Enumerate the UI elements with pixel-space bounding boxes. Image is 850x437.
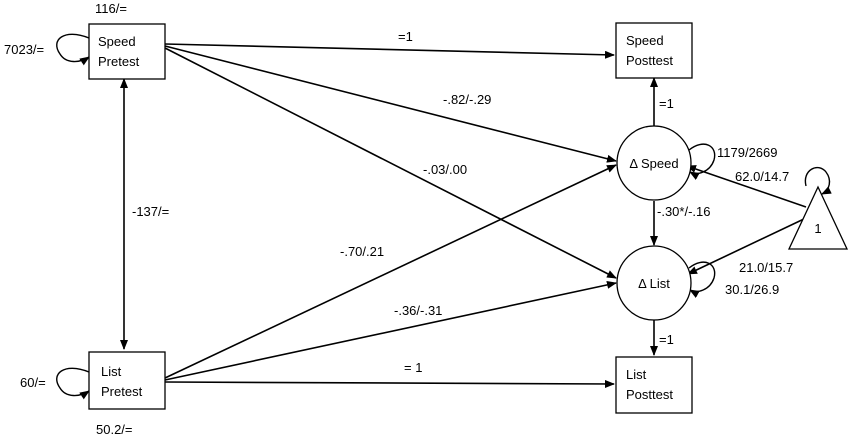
loop-list-pretest-variance: [56, 367, 90, 400]
edge-constant-to-delta-speed: [686, 165, 807, 208]
edge-speed-pretest-to-speed-posttest: [164, 43, 615, 59]
delta-speed-to-speed-posttest-label: =1: [659, 96, 674, 111]
constant-to-delta-speed-label: 62.0/14.7: [735, 169, 789, 184]
edge-list-pretest-to-list-posttest: [164, 379, 615, 388]
node-speed-pretest: [88, 23, 166, 80]
loop-speed-pretest-variance: [56, 33, 90, 66]
speed-pretest-variance-label: 7023/=: [4, 42, 44, 57]
delta-speed-label: Δ Speed: [629, 156, 678, 171]
list-pretest-mean-label: 50.2/=: [96, 422, 133, 437]
speed-pretest-to-delta-speed-label: -.82/-.29: [443, 92, 491, 107]
list-posttest-line2: Posttest: [626, 387, 673, 402]
list-pretest-to-delta-list-label: -.36/-.31: [394, 303, 442, 318]
list-pretest-line1: List: [101, 364, 122, 379]
delta-speed-variance-label: 1179/2669: [717, 145, 778, 160]
node-constant: [787, 185, 849, 250]
loop-delta-speed-variance: [688, 143, 716, 180]
delta-speed-to-delta-list-label: -.30*/-.16: [657, 204, 710, 219]
edge-speed-pretest-to-delta-list: [164, 47, 617, 279]
delta-list-to-list-posttest-label: =1: [659, 332, 674, 347]
edge-speed-pretest-to-delta-speed: [164, 45, 617, 163]
node-delta-speed: [616, 125, 692, 201]
speed-pretest-line1: Speed: [98, 34, 136, 49]
delta-list-label: Δ List: [638, 276, 670, 291]
covariance-pretests-label: -137/=: [132, 204, 169, 219]
edge-list-pretest-to-delta-speed: [164, 164, 617, 379]
constant-to-delta-list-label: 21.0/15.7: [739, 260, 793, 275]
node-delta-list: [616, 245, 692, 321]
speed-posttest-line1: Speed: [626, 33, 664, 48]
list-pretest-to-list-posttest-label: = 1: [404, 360, 422, 375]
speed-pretest-line2: Pretest: [98, 54, 140, 69]
list-pretest-line2: Pretest: [101, 384, 143, 399]
speed-pretest-to-delta-list-label: -.03/.00: [423, 162, 467, 177]
delta-list-variance-label: 30.1/26.9: [725, 282, 779, 297]
list-pretest-variance-label: 60/=: [20, 375, 46, 390]
edge-constant-to-delta-list: [687, 217, 807, 275]
node-speed-posttest: [615, 22, 693, 79]
loop-delta-list-variance: [688, 261, 716, 298]
list-pretest-to-delta-speed-label: -.70/.21: [340, 244, 384, 259]
speed-posttest-line2: Posttest: [626, 53, 673, 68]
list-posttest-line1: List: [626, 367, 647, 382]
speed-pretest-to-speed-posttest-label: =1: [398, 29, 413, 44]
constant-label: 1: [814, 221, 821, 236]
loop-constant: [804, 167, 832, 195]
node-list-pretest: [88, 351, 166, 410]
speed-pretest-mean-label: 116/=: [95, 1, 127, 16]
edge-list-pretest-to-delta-list: [164, 280, 617, 381]
node-list-posttest: [615, 356, 693, 414]
